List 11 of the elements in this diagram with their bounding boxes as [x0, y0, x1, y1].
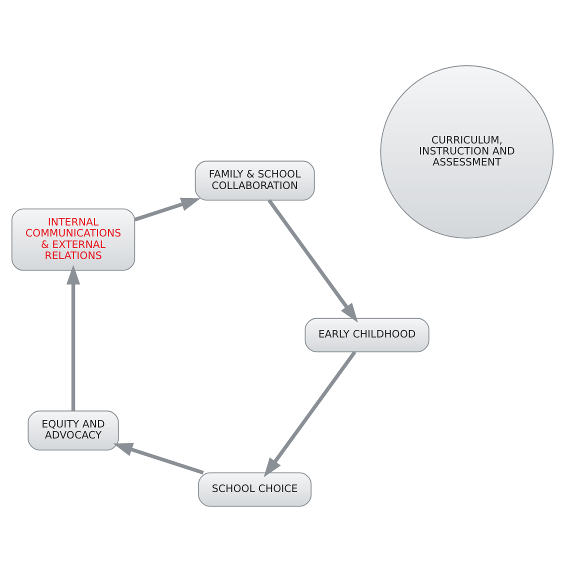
- node-box: SCHOOL CHOICE: [198, 472, 312, 506]
- node-box: INTERNAL COMMUNICATIONS & EXTERNAL RELATIONS: [11, 208, 136, 270]
- arrow: [66, 264, 80, 410]
- node-box: FAMILY & SCHOOL COLLABORATION: [194, 160, 315, 200]
- arrow: [113, 442, 204, 474]
- node-box: EARLY CHILDHOOD: [304, 317, 430, 352]
- node-box: EQUITY AND ADVOCACY: [28, 410, 119, 450]
- arrow: [268, 198, 358, 322]
- arrow: [134, 197, 201, 221]
- arrow: [264, 350, 356, 477]
- node-circle: CURRICULUM, INSTRUCTION AND ASSESSMENT: [380, 64, 554, 238]
